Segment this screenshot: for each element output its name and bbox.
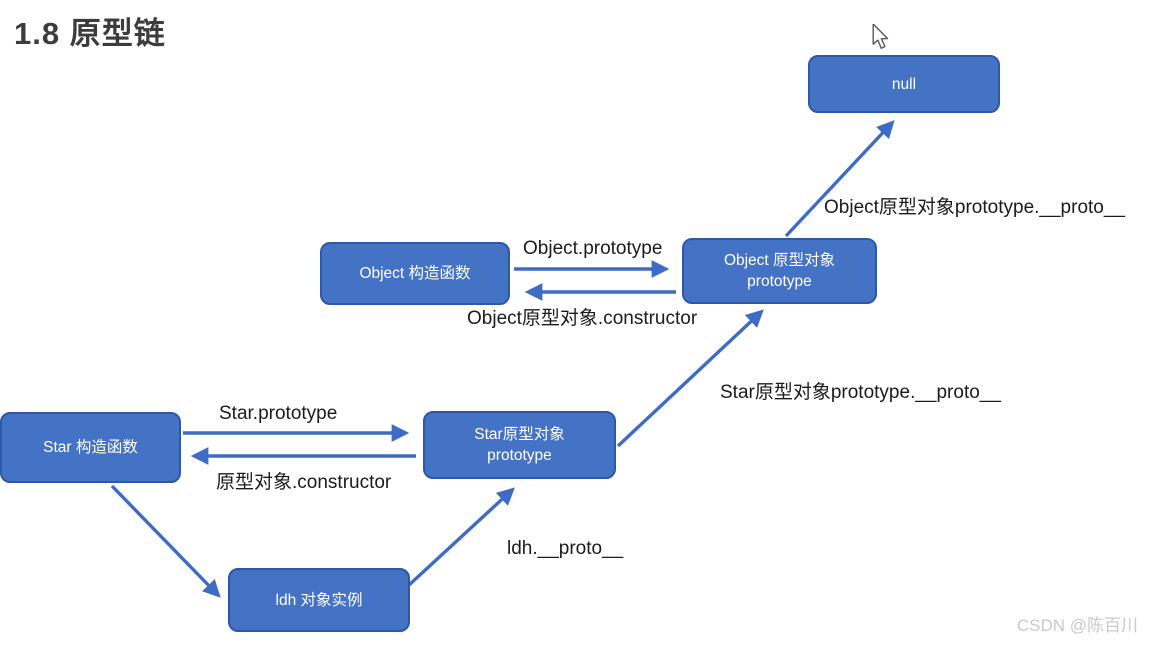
edge-label-star-constructor-back: 原型对象.constructor — [216, 472, 392, 493]
node-object-constructor-label: Object 构造函数 — [359, 265, 471, 282]
node-object-constructor: Object 构造函数 — [320, 242, 510, 305]
node-ldh-instance: ldh 对象实例 — [228, 568, 410, 632]
node-star-prototype-line2: prototype — [487, 447, 552, 464]
edge-label-star-prototype: Star.prototype — [219, 403, 338, 424]
arrow-star-to-ldh-instance — [110, 484, 221, 598]
node-object-prototype: Object 原型对象 prototype — [682, 238, 877, 304]
edge-label-ldh-proto: ldh.__proto__ — [507, 538, 624, 559]
node-null: null — [808, 55, 1000, 113]
watermark: CSDN @陈百川 — [1016, 616, 1138, 635]
arrow-ldh-to-star-prototype — [407, 487, 515, 587]
node-null-label: null — [891, 75, 917, 93]
edge-label-star-proto-chain: Star原型对象prototype.__proto__ — [720, 382, 1001, 403]
mouse-cursor-icon — [872, 24, 889, 49]
page-title: 1.8 原型链 — [14, 16, 166, 51]
node-star-constructor: Star 构造函数 — [0, 412, 181, 483]
node-object-prototype-line1: Object 原型对象 — [723, 252, 836, 269]
arrow-star-prototype-to-object-prototype — [616, 309, 764, 448]
node-ldh-instance-label: ldh 对象实例 — [275, 591, 363, 609]
edge-label-object-prototype: Object.prototype — [523, 238, 663, 259]
node-star-prototype-line1: Star原型对象 — [474, 426, 565, 443]
arrow-object-prototype-to-null — [784, 120, 895, 238]
node-star-constructor-label: Star 构造函数 — [43, 439, 138, 456]
edge-label-object-proto-chain: Object原型对象prototype.__proto__ — [824, 197, 1125, 218]
node-object-prototype-line2: prototype — [747, 273, 812, 290]
edge-label-object-constructor-back: Object原型对象.constructor — [467, 308, 698, 329]
node-star-prototype: Star原型对象 prototype — [423, 411, 616, 479]
